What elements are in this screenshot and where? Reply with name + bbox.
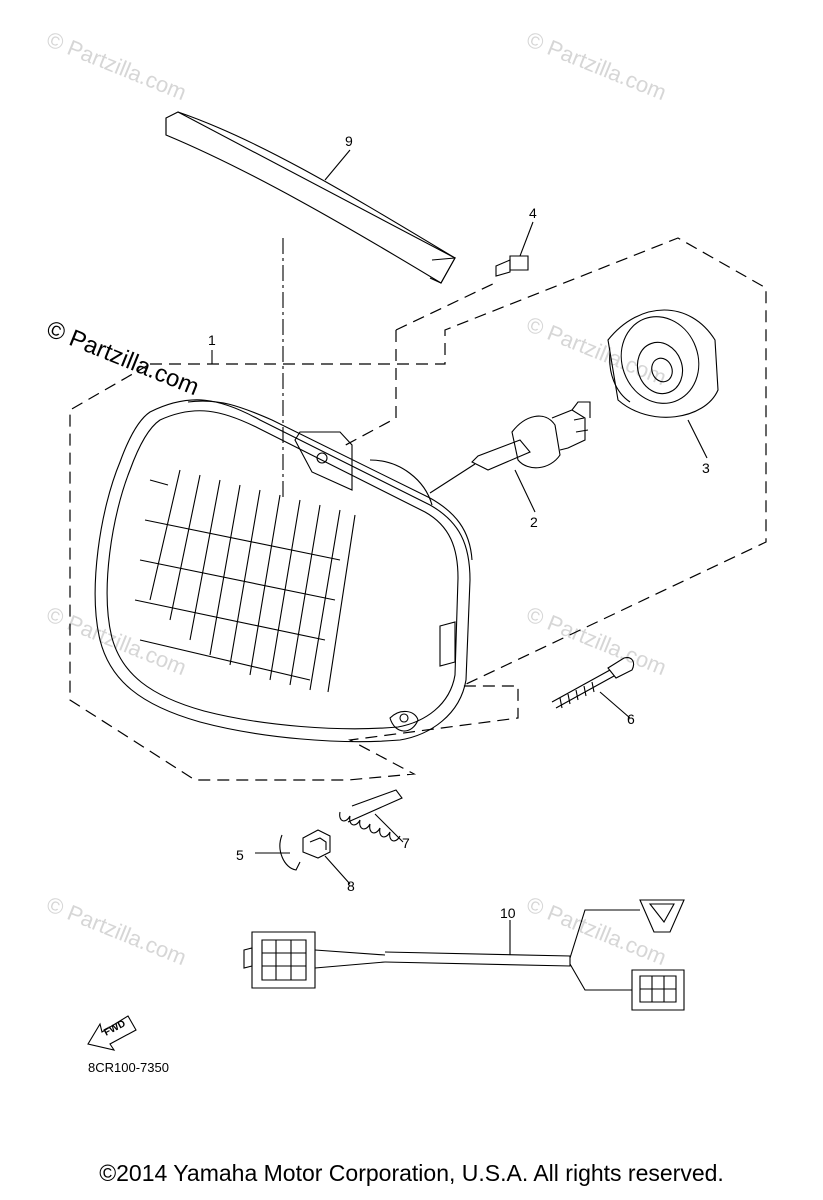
part-3-cover <box>607 309 719 418</box>
part-9-visor <box>165 111 456 284</box>
callout-10: 10 <box>500 905 516 921</box>
leader-6 <box>599 691 631 719</box>
leader-3 <box>687 419 708 459</box>
callout-2: 2 <box>530 514 538 530</box>
part-6-bolt <box>551 657 635 709</box>
leader-4 <box>519 221 534 257</box>
watermark: © Partzilla.com <box>523 311 670 390</box>
part-1-headlight <box>94 399 473 743</box>
leader-9 <box>324 149 351 181</box>
watermark: © Partzilla.com <box>523 26 670 105</box>
watermark-layer: © Partzilla.com © Partzilla.com © Partzi… <box>43 26 670 970</box>
callout-4: 4 <box>529 205 537 221</box>
callout-7: 7 <box>402 835 410 851</box>
leader-4-dash <box>339 330 397 449</box>
leader-8 <box>324 855 351 885</box>
part-4-clip <box>495 255 529 277</box>
fwd-label: FWD <box>102 1018 127 1038</box>
leader-7 <box>374 813 404 843</box>
copyright-notice: ©2014 Yamaha Motor Corporation, U.S.A. A… <box>99 1160 724 1186</box>
callout-5: 5 <box>236 847 244 863</box>
part-8-nut <box>302 829 331 859</box>
part-5-pin <box>255 834 301 871</box>
watermark: © Partzilla.com <box>43 26 190 105</box>
callout-9: 9 <box>345 133 353 149</box>
watermark: © Partzilla.com <box>43 891 190 970</box>
watermark: © Partzilla.com <box>43 601 190 680</box>
callout-3: 3 <box>702 460 710 476</box>
part-2-bulb <box>471 401 591 471</box>
part-7-spring <box>339 789 403 842</box>
fwd-arrow-icon: FWD <box>87 1015 137 1051</box>
watermark: © Partzilla.com <box>523 601 670 680</box>
callout-6: 6 <box>627 711 635 727</box>
callout-8: 8 <box>347 878 355 894</box>
leader-2 <box>514 469 536 513</box>
watermark: © Partzilla.com <box>523 891 670 970</box>
leader-4-top <box>395 281 498 331</box>
watermark-dark: © Partzilla.com <box>43 316 203 402</box>
leader-2-dash <box>429 463 476 494</box>
callout-1: 1 <box>208 332 216 348</box>
diagram-code: 8CR100-7350 <box>88 1060 169 1075</box>
part-10-harness <box>243 899 685 1011</box>
